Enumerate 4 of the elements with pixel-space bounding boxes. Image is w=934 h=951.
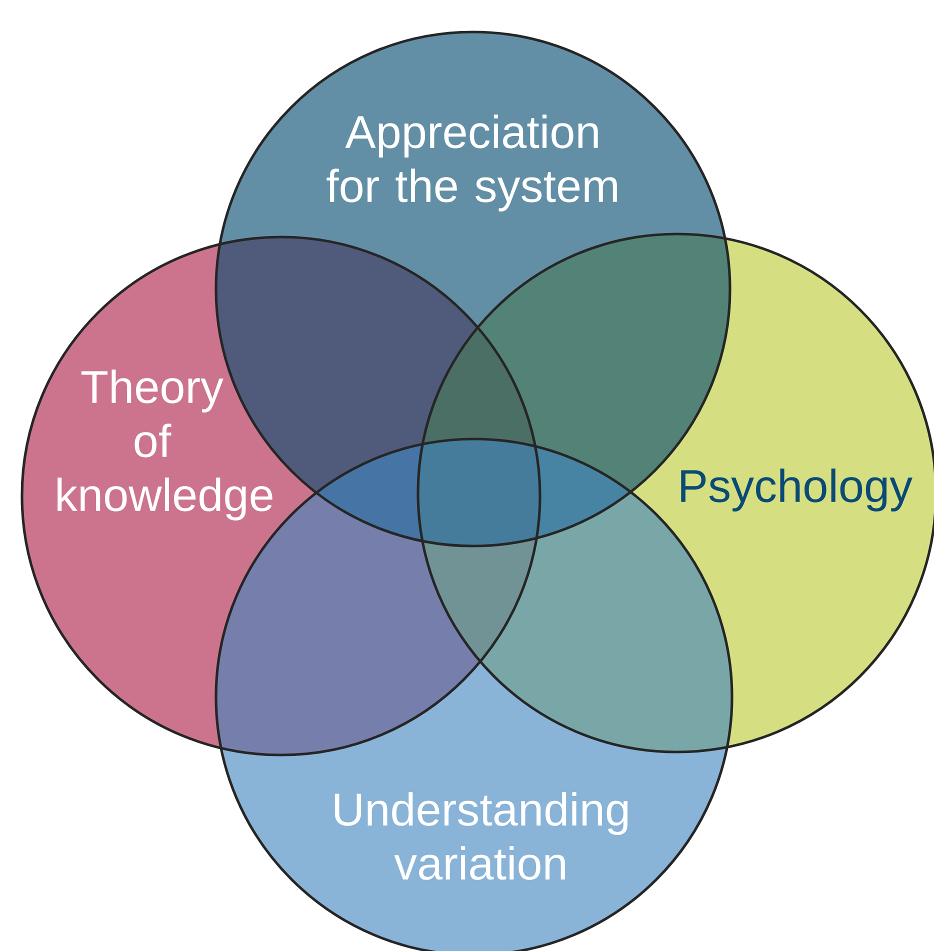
circle-label: Theory of knowledge xyxy=(58,370,272,520)
circle-label: Understanding variation xyxy=(334,792,628,880)
circle-label: Psychology xyxy=(681,468,912,512)
circle-label: Appreciation for the system xyxy=(326,114,617,212)
